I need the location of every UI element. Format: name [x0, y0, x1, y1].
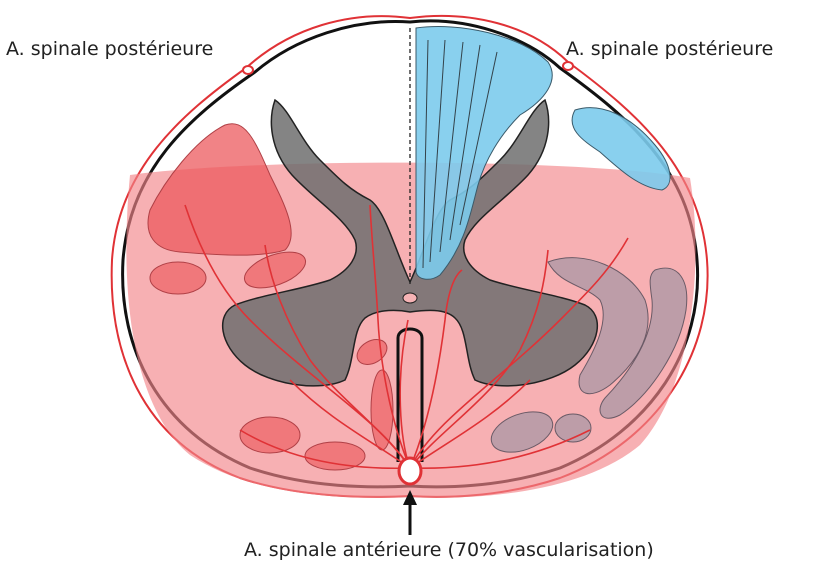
anterior-spinal-artery: [399, 458, 421, 484]
label-anterior-spinal-artery: A. spinale antérieure (70% vascularisati…: [244, 541, 654, 560]
central-canal: [403, 293, 417, 303]
posterior-spinal-artery-right: [563, 62, 573, 70]
label-posterior-spinal-artery-left: A. spinale postérieure: [6, 40, 213, 59]
red-tract-left-small-1: [150, 262, 206, 294]
red-tract-left-ventral-3: [371, 370, 393, 450]
label-posterior-spinal-artery-right: A. spinale postérieure: [566, 40, 773, 59]
posterior-spinal-artery-left: [243, 66, 253, 74]
